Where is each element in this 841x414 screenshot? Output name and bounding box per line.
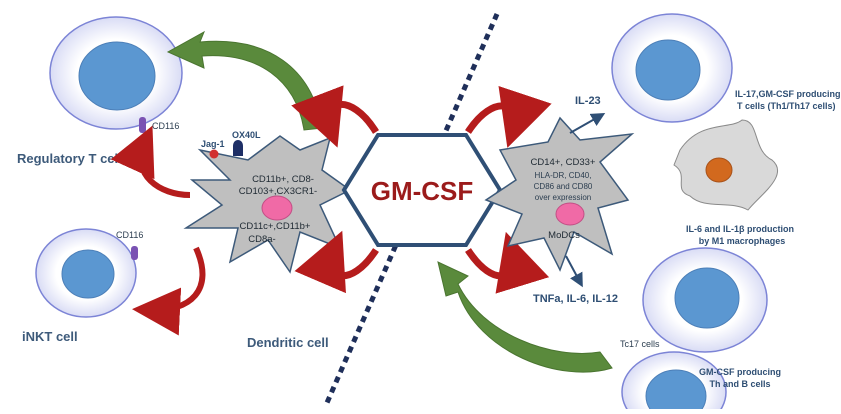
arrow-cytokines (565, 255, 583, 288)
macrophage-label-2: by M1 macrophages (699, 236, 786, 246)
dc-left-marker-1: CD11b+, CD8- (252, 174, 314, 185)
cd116-label-bottom: CD116 (116, 230, 143, 240)
red-arrow-to-treg (110, 125, 191, 198)
red-arrow-hex-top-left (291, 85, 379, 148)
th-b-cell (621, 351, 727, 414)
cytokines-bottom-label: TNFa, IL-6, IL-12 (533, 293, 618, 305)
th-b-cells-label-2: Th and B cells (709, 379, 770, 389)
macrophage-label-1: IL-6 and IL-1β production (686, 224, 794, 234)
m1-macrophage (673, 119, 779, 211)
cd116-label-top: CD116 (152, 121, 179, 131)
inkt-cell-label: iNKT cell (22, 329, 78, 344)
dc-left-marker-2: CD103+,CX3CR1- (239, 186, 317, 197)
red-arrow-hex-top-right (465, 85, 552, 148)
modcs-label: MoDCs (548, 230, 580, 241)
regulatory-t-cell (49, 16, 183, 133)
regulatory-t-cell-label: Regulatory T cell (17, 151, 122, 166)
gm-csf-hexagon (341, 133, 503, 247)
tc17-cell (642, 247, 768, 353)
dc-right-marker-1: CD14+, CD33+ (531, 157, 596, 168)
green-arrow-bottom-right (437, 261, 613, 373)
ox40l-ligand (233, 140, 243, 156)
dc-left-marker-3: CD11c+,CD11b+ (240, 221, 311, 232)
jag1-label: Jag-1 (201, 139, 225, 149)
red-arrow-to-inkt (132, 246, 206, 336)
dc-right-marker-3: CD86 and CD80 (534, 182, 593, 191)
arrow-il23 (569, 113, 606, 134)
il23-label: IL-23 (575, 95, 601, 107)
red-arrow-hex-bottom-left (294, 230, 379, 294)
th-cells-label-1: IL-17,GM-CSF producing (735, 89, 841, 99)
inkt-cell (35, 228, 138, 318)
dc-right-nucleus (555, 202, 585, 226)
dendritic-cell-left (183, 135, 352, 274)
dc-left-marker-4: CD8a- (248, 234, 275, 245)
th-cells-label-2: T cells (Th1/Th17 cells) (737, 101, 836, 111)
macrophage-nucleus (705, 157, 733, 183)
dendritic-cell-label: Dendritic cell (247, 335, 329, 350)
th-cell-top-right (611, 13, 733, 123)
dc-right-marker-2: HLA-DR, CD40, (535, 171, 592, 180)
cd116-receptor-bottom (131, 246, 138, 260)
green-arrow-top-left (166, 30, 323, 131)
red-arrow-hex-bottom-right (465, 231, 550, 294)
th-b-cells-label-1: GM-CSF producing (699, 367, 781, 377)
cd116-receptor-top (139, 117, 146, 133)
dendritic-cell-right (484, 116, 635, 272)
dc-right-marker-4: over expression (535, 193, 591, 202)
jag1-ligand (209, 149, 219, 159)
ox40l-label: OX40L (232, 130, 261, 140)
gm-csf-label: GM-CSF (371, 176, 474, 206)
tc17-label: Tc17 cells (620, 339, 660, 349)
dc-left-nucleus (261, 195, 293, 221)
